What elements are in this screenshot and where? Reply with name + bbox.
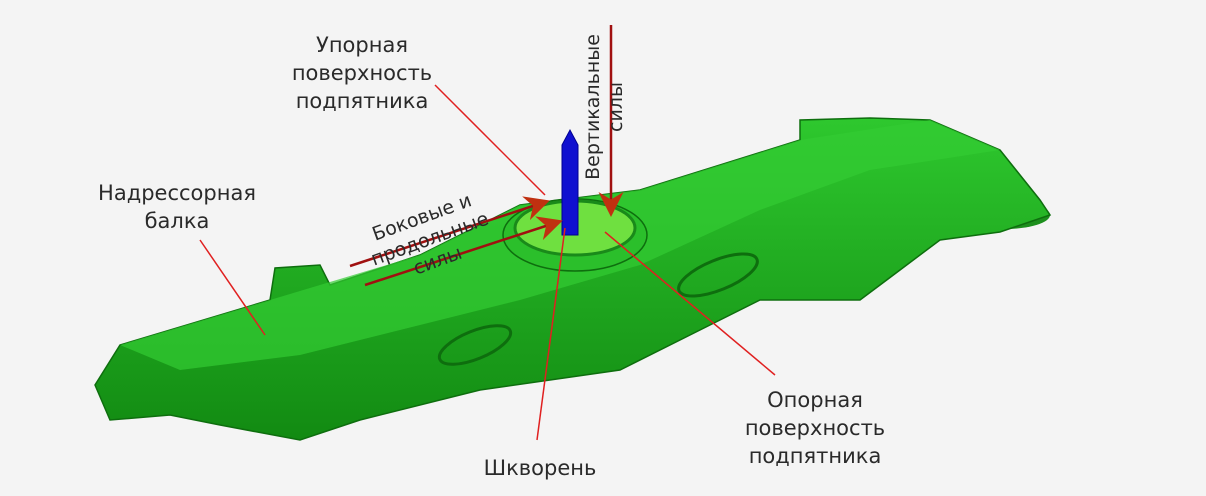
lateral-force-arrow-2 [364, 216, 563, 287]
label-line: Надрессорная [98, 181, 256, 205]
leader-thrust-surface [434, 84, 546, 196]
leader-bolster-beam [199, 239, 266, 336]
beam-window-left [437, 324, 513, 366]
leader-support-surface [604, 231, 776, 376]
leader-kingpin [536, 227, 566, 441]
label-line: силы [605, 82, 627, 132]
beam-window-right [677, 252, 759, 298]
label-line: балка [144, 209, 210, 233]
label-vertical-forces: Вертикальные силы [582, 32, 628, 182]
label-line: подпятника [748, 444, 882, 468]
label-support-surface: Опорная поверхность подпятника [725, 386, 905, 470]
label-line: Вертикальные [582, 34, 604, 180]
label-line: поверхность [291, 61, 433, 85]
label-line: Опорная [767, 388, 863, 412]
label-line: подпятника [295, 89, 429, 113]
label-kingpin: Шкворень [483, 456, 597, 480]
kingpin-shape [561, 128, 579, 236]
label-thrust-surface: Упорная поверхность подпятника [282, 31, 442, 115]
label-line: Упорная [316, 33, 408, 57]
label-bolster-beam: Надрессорная балка [77, 179, 277, 235]
label-line: поверхность [744, 416, 886, 440]
lateral-force-arrow-1 [349, 196, 550, 268]
